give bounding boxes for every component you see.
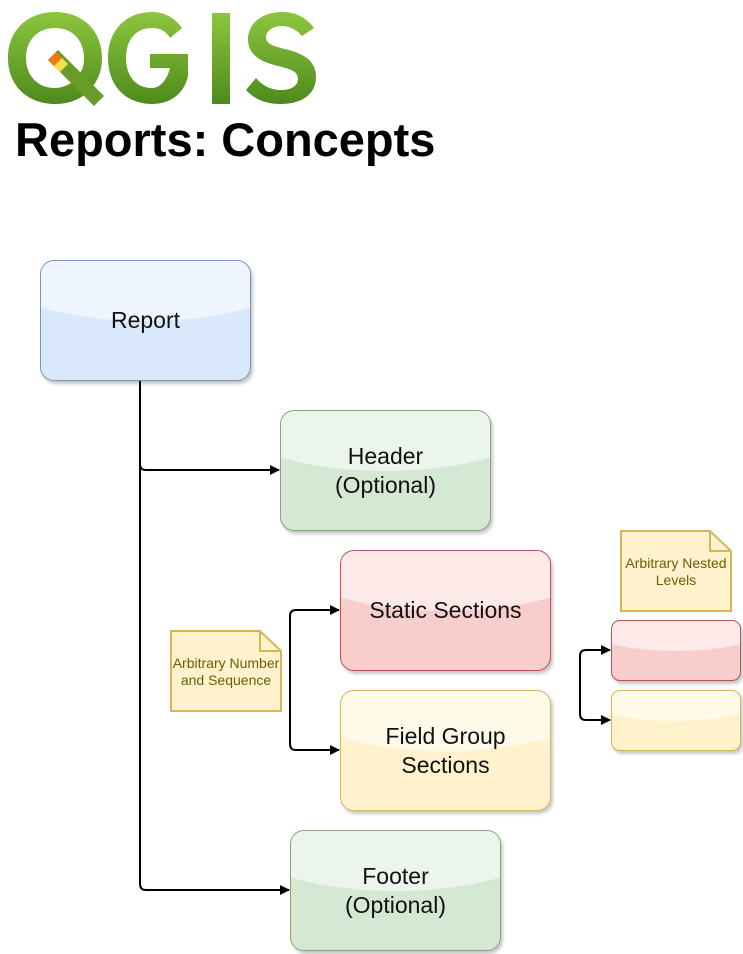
header-node-label: Header (Optional) xyxy=(335,442,436,498)
footer-node-label: Footer (Optional) xyxy=(345,862,446,918)
qgis-logo xyxy=(8,12,316,106)
report-node: Report xyxy=(40,260,251,381)
nested-static-sections-node xyxy=(611,620,741,681)
logo-g-letter xyxy=(108,12,188,104)
page-title: Reports: Concepts xyxy=(15,113,436,166)
report-node-label: Report xyxy=(110,307,181,333)
static-sections-node: Static Sections xyxy=(340,550,551,671)
header-node: Header (Optional) xyxy=(280,410,491,531)
logo-i-letter xyxy=(212,13,230,104)
logo-q-letter xyxy=(8,12,104,106)
note-arbitrary-number: Arbitrary Number and Sequence xyxy=(170,630,282,712)
connector-bracket-sections xyxy=(289,609,339,751)
note-arbitrary-number-text: Arbitrary Number and Sequence xyxy=(172,655,280,688)
field-group-sections-node: Field Group Sections xyxy=(340,690,551,811)
logo-s-letter xyxy=(246,12,316,104)
field-group-sections-node-label: Field Group Sections xyxy=(385,722,506,778)
nested-field-group-sections-node xyxy=(611,690,741,751)
note-shape xyxy=(620,530,732,612)
note-arbitrary-nested-text: Arbitrary Nested Levels xyxy=(625,555,727,588)
note-arbitrary-nested: Arbitrary Nested Levels xyxy=(620,530,732,612)
connector-report-to-header xyxy=(139,380,280,475)
note-shape xyxy=(170,630,282,712)
connector-bracket-nested xyxy=(579,649,610,721)
static-sections-node-label: Static Sections xyxy=(369,597,522,623)
footer-node: Footer (Optional) xyxy=(290,830,501,951)
